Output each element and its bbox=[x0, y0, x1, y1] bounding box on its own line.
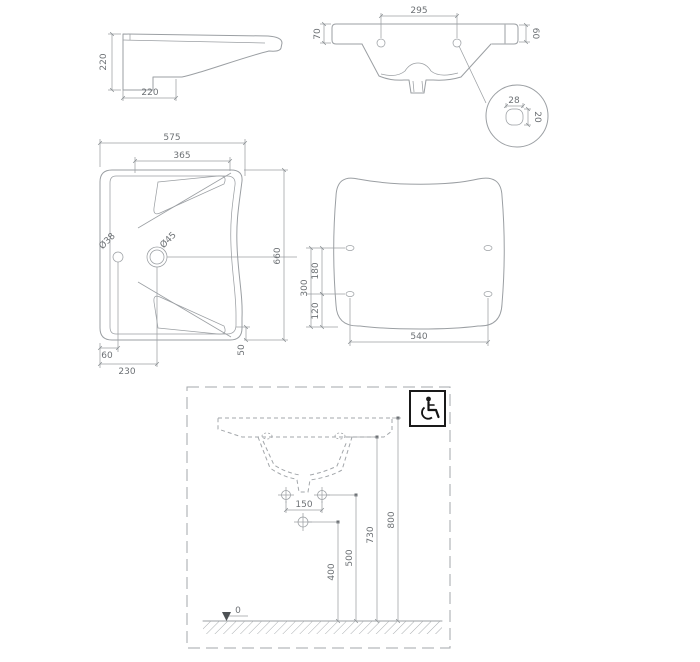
wall-fixing-hole bbox=[483, 291, 493, 297]
wheelchair-accessibility-icon bbox=[409, 390, 446, 427]
floor-hatch bbox=[203, 621, 442, 634]
dim-side-depth: 220 bbox=[141, 88, 158, 98]
wall-fixing-hole bbox=[483, 245, 493, 251]
dim-detail-height: 20 bbox=[532, 111, 542, 123]
tap-hole bbox=[112, 251, 124, 263]
drain-line bbox=[421, 80, 424, 93]
dim-right-edge-height: 60 bbox=[530, 28, 540, 40]
mounting-hole-right bbox=[452, 38, 462, 48]
dim-holes-horizontal-span: 540 bbox=[410, 332, 427, 342]
dim-left-edge-height: 70 bbox=[313, 28, 323, 40]
dim-rim-height: 730 bbox=[366, 526, 376, 543]
wall-fixing-hole bbox=[345, 245, 355, 251]
basin-rear-outline bbox=[333, 177, 505, 330]
plan-view: Ø38 Ø45 575 365 660 60 230 50 bbox=[97, 133, 297, 377]
deck-bottom bbox=[153, 295, 226, 335]
basin-front-bowl-inner bbox=[380, 62, 459, 76]
level-triangle-icon bbox=[222, 612, 231, 621]
basin-side-rim-line bbox=[122, 39, 266, 44]
side-view: 220 220 bbox=[99, 31, 283, 101]
detail-view: 28 20 bbox=[485, 84, 549, 148]
bowl-edge-bottom bbox=[137, 281, 232, 338]
rear-view: 180 120 300 540 bbox=[300, 177, 505, 346]
dim-overall-height: 800 bbox=[387, 511, 397, 528]
fixing-hole-detail bbox=[505, 108, 524, 126]
wall-fixing-hole bbox=[345, 291, 355, 297]
dim-supply-spacing: 150 bbox=[295, 500, 312, 510]
drain-hole-inner bbox=[149, 249, 165, 265]
front-view: 295 70 60 bbox=[313, 6, 540, 104]
icon-body bbox=[427, 400, 440, 419]
floor-level-marker: 0 bbox=[222, 606, 248, 621]
drain-line bbox=[412, 80, 415, 93]
dim-rear-offset: 50 bbox=[237, 344, 247, 356]
dim-side-height: 220 bbox=[99, 53, 109, 70]
basin-elevation-bowl-inner bbox=[262, 440, 348, 476]
basin-plan-rim bbox=[109, 175, 237, 335]
installation-view: 150 400 500 730 800 bbox=[186, 386, 451, 649]
dim-detail-width: 28 bbox=[508, 96, 520, 106]
installation-boundary bbox=[186, 386, 451, 649]
mounting-hole-left bbox=[376, 38, 386, 48]
dim-floor-level: 0 bbox=[235, 606, 241, 616]
icon-head bbox=[426, 396, 431, 402]
dim-tap-hole-offset: 60 bbox=[101, 351, 113, 361]
dim-lower-hole-gap: 120 bbox=[311, 302, 321, 319]
dim-holes-vertical-span: 300 bbox=[300, 279, 310, 296]
basin-side-profile bbox=[122, 33, 283, 91]
dim-waste-height: 400 bbox=[327, 563, 337, 580]
basin-plan-outline bbox=[99, 169, 243, 341]
dim-hole-spacing: 295 bbox=[410, 6, 427, 16]
dim-overall-depth: 660 bbox=[273, 247, 283, 264]
dim-overall-width: 575 bbox=[163, 133, 180, 143]
dim-upper-hole-gap: 180 bbox=[311, 262, 321, 279]
elevation-hole-left bbox=[261, 432, 273, 440]
dim-bowl-width: 365 bbox=[173, 151, 190, 161]
detail-circle bbox=[485, 84, 549, 148]
elevation-hole-right bbox=[334, 432, 346, 440]
floor bbox=[202, 620, 443, 634]
dim-supply-height: 500 bbox=[345, 549, 355, 566]
bowl-edge-top bbox=[137, 172, 232, 229]
basin-front-rim bbox=[331, 23, 519, 45]
deck-top bbox=[153, 175, 226, 215]
dim-drain-offset: 230 bbox=[118, 367, 135, 377]
basin-front-bowl bbox=[361, 43, 492, 94]
supply-connection-left bbox=[278, 487, 294, 503]
basin-elevation-bowl bbox=[257, 436, 353, 493]
detail-leader-line bbox=[458, 45, 487, 104]
icon-wheel bbox=[421, 406, 433, 420]
basin-elevation-outline bbox=[217, 417, 393, 438]
